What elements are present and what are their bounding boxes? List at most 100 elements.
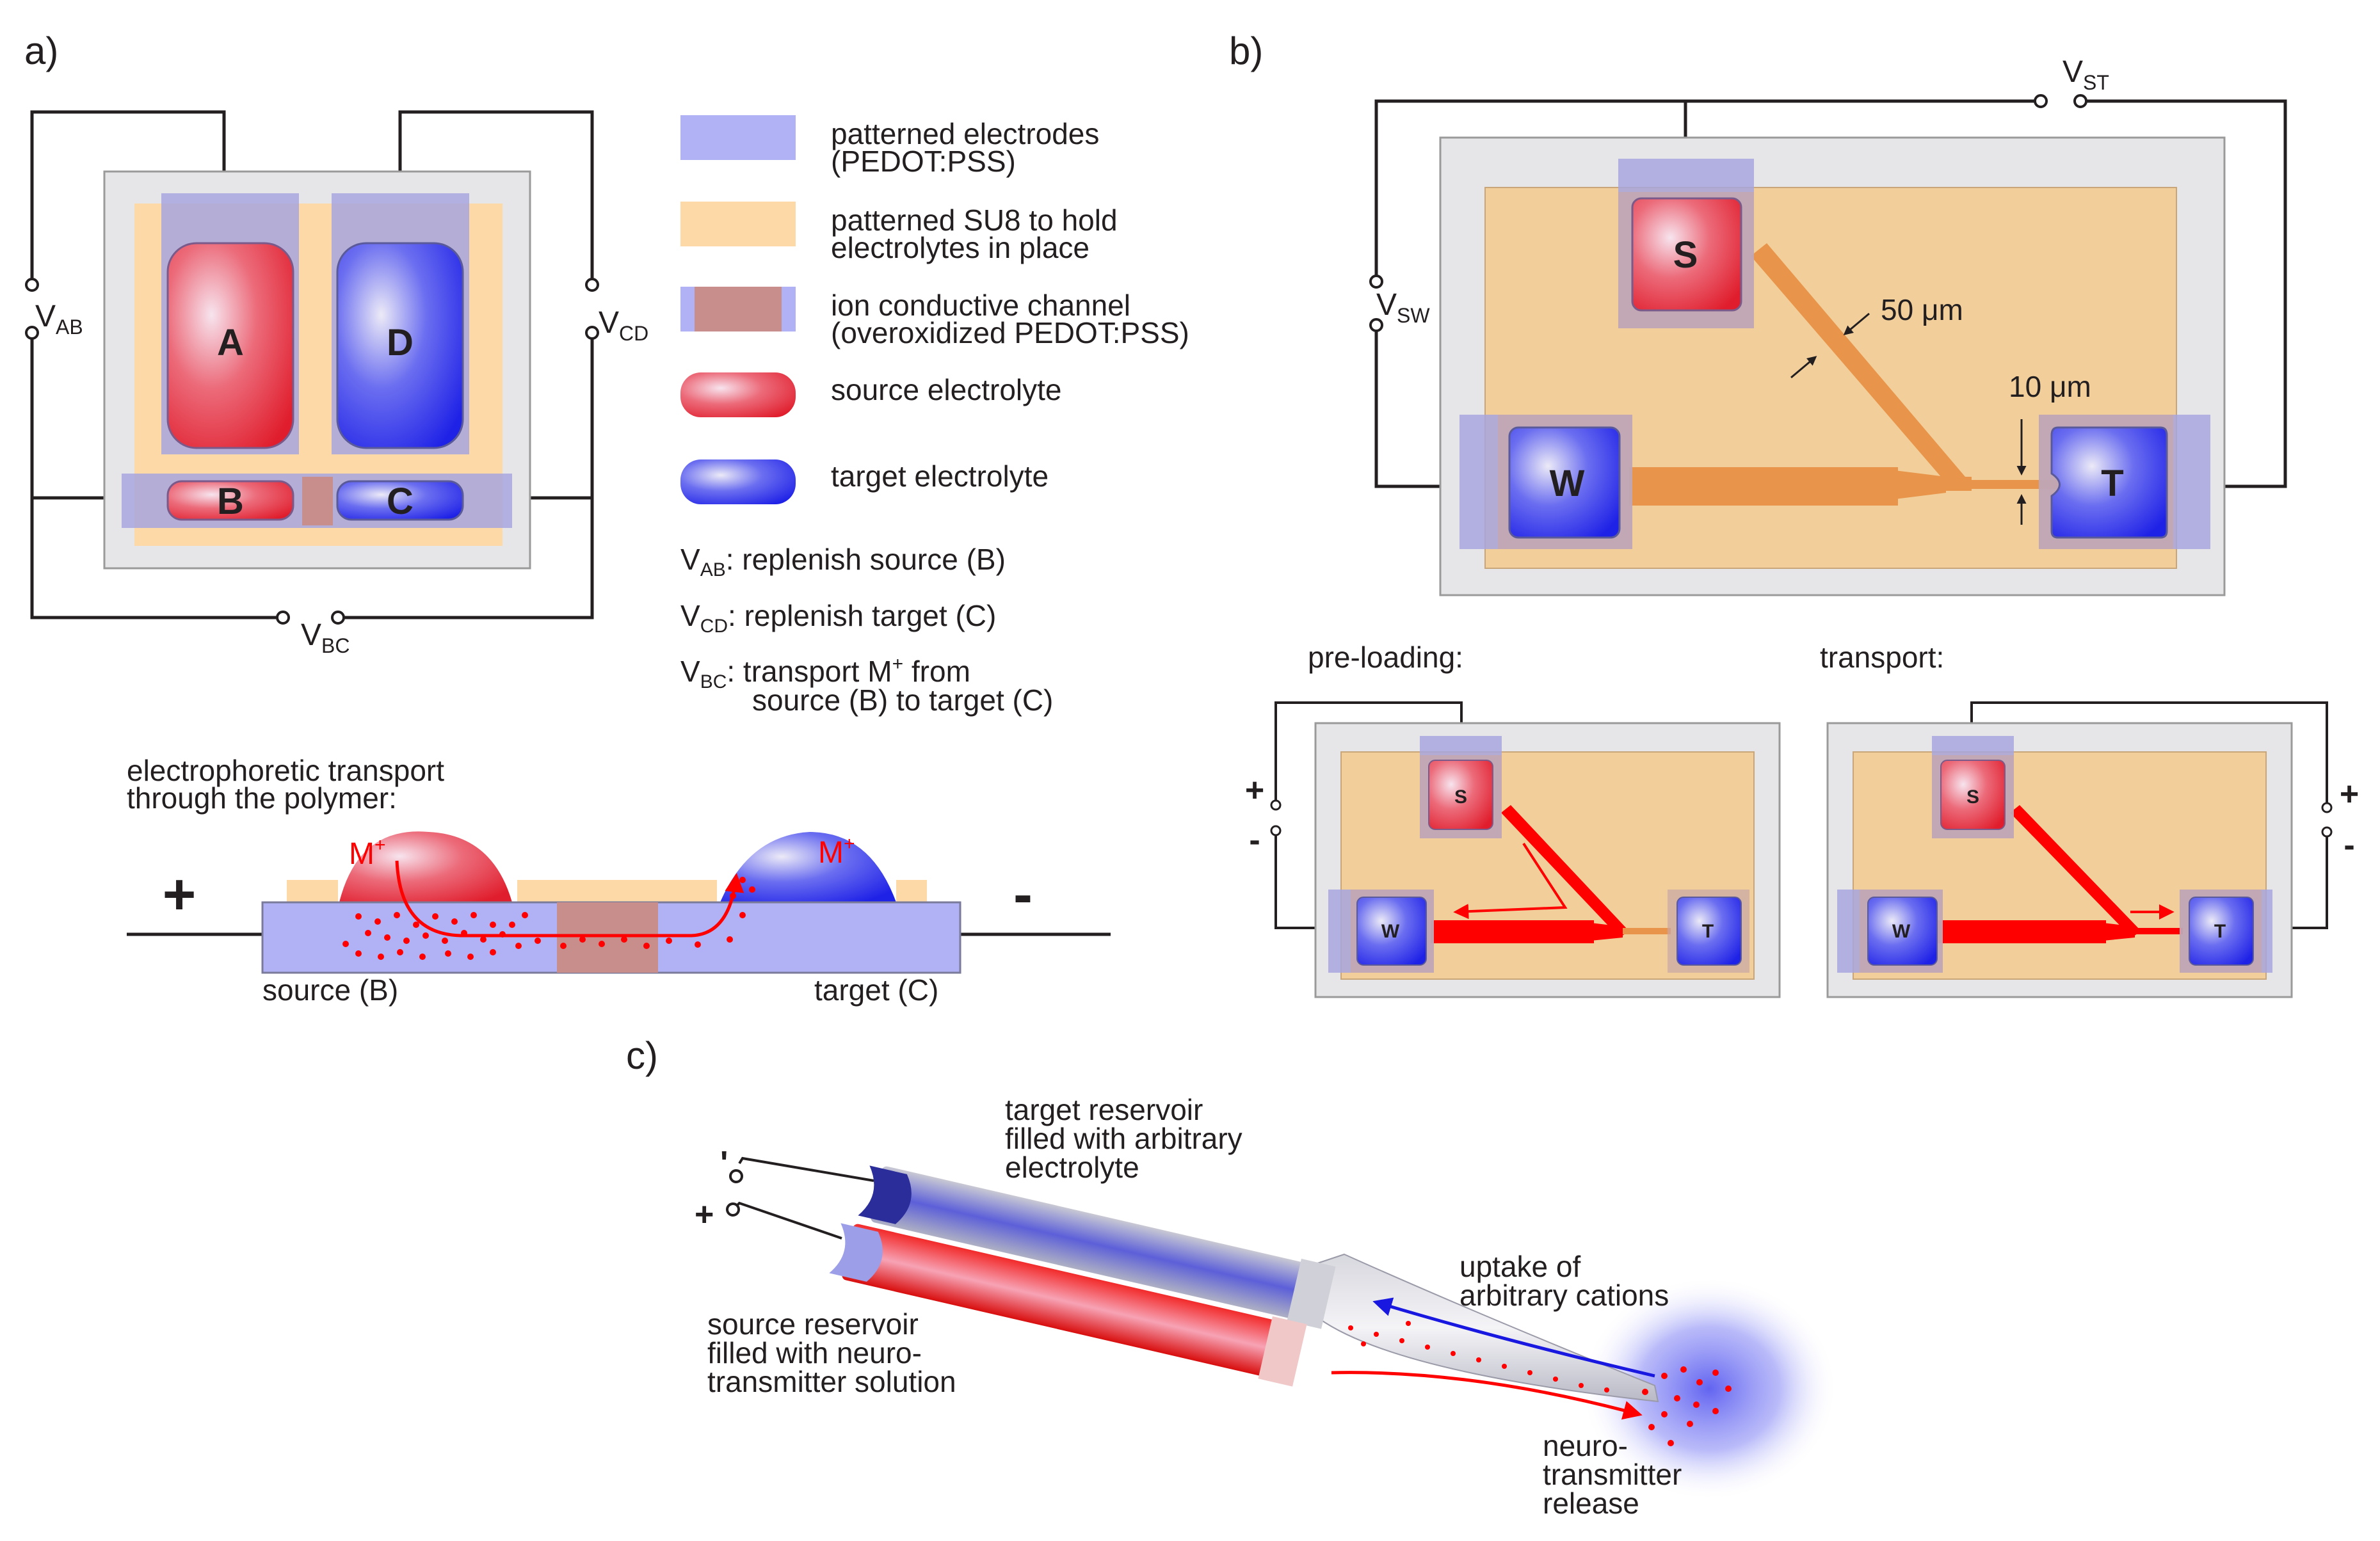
electrolyte-a [166, 242, 294, 449]
s-label: S [1673, 234, 1698, 276]
source-tube [829, 1223, 1307, 1387]
electrode-label-b: B [217, 481, 244, 522]
legend-electrode-line1: patterned electrodes [831, 117, 1099, 150]
legend-su8-line1: patterned SU8 to hold [831, 204, 1118, 237]
cross-target-label: target (C) [814, 973, 938, 1007]
panel-a-terminals [25, 278, 599, 625]
panel-c-text: target reservoir filled with arbitrary e… [707, 1093, 1682, 1520]
transport-s-label: S [1966, 786, 1979, 808]
legend-source: source electrolyte [831, 373, 1062, 406]
release-glow [1581, 1277, 1837, 1501]
transport-minus: - [2344, 827, 2354, 864]
legend-channel-line2: (overoxidized PEDOT:PSS) [831, 316, 1189, 349]
target-reservoir-line2: filled with arbitrary [1005, 1122, 1242, 1155]
s-electrolyte [1631, 197, 1742, 312]
electrode-label-a: A [217, 322, 244, 363]
t-electrolyte [2050, 426, 2168, 539]
preloading-plus: + [1245, 772, 1264, 809]
note-vbc-line2: source (B) to target (C) [752, 683, 1053, 717]
legend-swatch-target [680, 459, 796, 504]
electrolyte-d [336, 242, 464, 449]
transport-t-label: T [2214, 921, 2226, 942]
cross-plus: + [163, 863, 197, 927]
release-line3: release [1543, 1487, 1639, 1520]
dim-50-label: 50 μm [1881, 293, 1963, 326]
ion-channel-a [302, 477, 333, 525]
cross-ion-left: M+ [349, 834, 386, 871]
uptake-line1: uptake of [1459, 1250, 1580, 1283]
target-tube [858, 1165, 1336, 1329]
release-arrow [1331, 1371, 1643, 1420]
electrolyte-c [336, 480, 464, 521]
preloading-t-label: T [1702, 921, 1714, 942]
dimension-50 [1790, 312, 1870, 379]
cross-section: electrophoretic transport through the po… [127, 754, 1111, 1007]
panel-c-label: c) [626, 1034, 658, 1077]
released-dots [1626, 1366, 1732, 1446]
pipette-tip [1314, 1253, 1659, 1403]
panel-a-label: a) [24, 29, 58, 72]
cross-minus: - [1013, 863, 1033, 927]
vcd-label: VCD [599, 306, 648, 345]
uptake-arrow [1372, 1297, 1655, 1378]
panel-b-wires [1374, 99, 2287, 488]
cross-section-title-2: through the polymer: [127, 781, 397, 815]
target-reservoir-line1: target reservoir [1005, 1093, 1203, 1126]
legend-su8-line2: electrolytes in place [831, 231, 1089, 264]
transport-title: transport: [1820, 641, 1944, 674]
transport-diagram: + - S W T [1826, 701, 2359, 998]
cross-source-dome [339, 831, 512, 902]
voltage-notes: VAB: replenish source (B) VCD: replenish… [680, 543, 1053, 717]
preloading-w-label: W [1381, 921, 1400, 942]
preloading-s-label: S [1454, 786, 1467, 808]
note-vcd: VCD: replenish target (C) [680, 599, 996, 637]
source-reservoir-line1: source reservoir [707, 1307, 919, 1341]
cross-channel [557, 902, 658, 973]
release-line2: transmitter [1543, 1458, 1682, 1491]
legend-channel-line1: ion conductive channel [831, 289, 1130, 322]
note-vab: VAB: replenish source (B) [680, 543, 1006, 580]
cross-source-label: source (B) [262, 973, 398, 1007]
target-reservoir-line3: electrolyte [1005, 1151, 1139, 1184]
cross-transport-arrow [395, 860, 744, 938]
legend-swatch-electrode [680, 115, 796, 160]
panel-b: b) VST VSW S [1229, 29, 2359, 998]
panel-c-minus: ' [720, 1145, 728, 1182]
electrolyte-b [166, 480, 294, 521]
vbc-label: VBC [301, 618, 350, 657]
w-label: W [1550, 463, 1585, 504]
preloading-title: pre-loading: [1308, 641, 1463, 674]
transport-w-label: W [1892, 921, 1911, 942]
legend-swatch-channel [680, 287, 796, 331]
uptake-line2: arbitrary cations [1459, 1279, 1669, 1312]
cross-target-dome [720, 832, 896, 902]
release-line1: neuro- [1543, 1429, 1628, 1462]
panel-c: c) ' + [626, 1034, 1837, 1520]
electrode-label-d: D [387, 322, 414, 363]
legend-swatch-source [680, 372, 796, 417]
panel-a: a) A [24, 29, 1189, 1007]
panel-b-terminals [1369, 94, 2087, 332]
electrode-label-c: C [387, 481, 414, 522]
legend-text: patterned electrodes (PEDOT:PSS) pattern… [831, 117, 1189, 493]
source-reservoir-line2: filled with neuro- [707, 1336, 922, 1369]
tip-dots [1348, 1321, 1609, 1393]
preloading-diagram: + - S W T [1245, 701, 1781, 998]
preloading-minus: - [1249, 822, 1260, 859]
transport-plus: + [2340, 776, 2359, 813]
source-reservoir-line3: transmitter solution [707, 1365, 956, 1398]
panel-c-plus: + [695, 1196, 714, 1233]
legend-target: target electrolyte [831, 459, 1049, 493]
w-electrolyte [1508, 426, 1621, 539]
legend-swatch-su8 [680, 202, 796, 246]
note-vbc: VBC: transport M+ from [680, 653, 970, 692]
vab-label: VAB [35, 299, 83, 339]
cross-ion-right: M+ [818, 833, 855, 870]
cross-section-title-1: electrophoretic transport [127, 754, 444, 787]
vst-label: VST [2062, 55, 2109, 94]
vsw-label: VSW [1376, 288, 1430, 327]
legend-electrode-line2: (PEDOT:PSS) [831, 145, 1016, 178]
t-label: T [2101, 463, 2123, 504]
panel-b-label: b) [1229, 29, 1263, 72]
